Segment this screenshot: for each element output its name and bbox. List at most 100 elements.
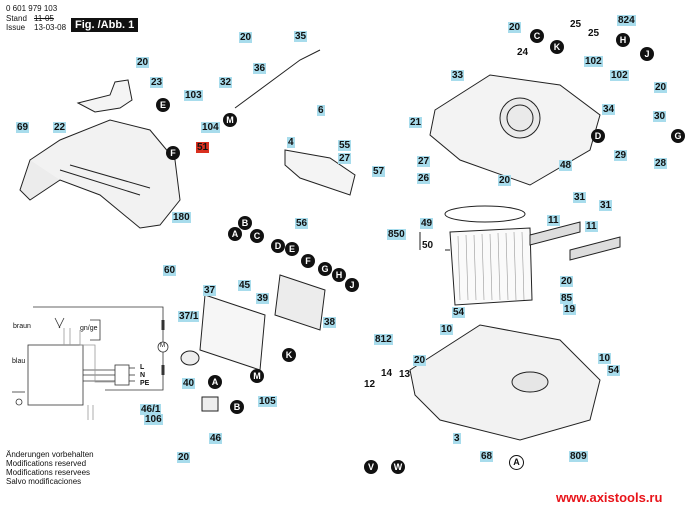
- part-label-54[interactable]: 54: [452, 307, 466, 318]
- watermark-link[interactable]: www.axistools.ru: [556, 490, 663, 505]
- part-label-20[interactable]: 20: [560, 276, 574, 287]
- part-label-30[interactable]: 30: [653, 111, 667, 122]
- part-label-57[interactable]: 57: [372, 166, 386, 177]
- stand-label: Stand: [6, 14, 27, 23]
- part-label-850[interactable]: 850: [387, 229, 406, 240]
- connector-k[interactable]: K: [282, 348, 296, 362]
- part-label-11[interactable]: 11: [547, 215, 560, 226]
- part-label-809[interactable]: 809: [569, 451, 588, 462]
- part-label-20[interactable]: 20: [136, 57, 150, 68]
- part-label-31[interactable]: 31: [599, 200, 613, 211]
- part-label-46[interactable]: 46: [209, 433, 223, 444]
- connector-j[interactable]: J: [640, 47, 654, 61]
- part-label-6[interactable]: 6: [317, 105, 325, 116]
- part-label-180[interactable]: 180: [172, 212, 191, 223]
- connector-e[interactable]: E: [285, 242, 299, 256]
- part-label-14[interactable]: 14: [381, 368, 393, 379]
- part-label-10[interactable]: 10: [440, 324, 454, 335]
- part-label-25[interactable]: 25: [570, 19, 582, 30]
- part-label-33[interactable]: 33: [451, 70, 465, 81]
- part-label-25[interactable]: 25: [588, 28, 600, 39]
- connector-m[interactable]: M: [223, 113, 237, 127]
- part-label-4[interactable]: 4: [287, 137, 295, 148]
- part-label-24[interactable]: 24: [517, 47, 529, 58]
- part-label-20[interactable]: 20: [498, 175, 512, 186]
- connector-b[interactable]: B: [238, 216, 252, 230]
- part-label-102[interactable]: 102: [610, 70, 629, 81]
- connector-g[interactable]: G: [671, 129, 685, 143]
- part-label-32[interactable]: 32: [219, 77, 233, 88]
- part-label-68[interactable]: 68: [480, 451, 494, 462]
- part-label-20[interactable]: 20: [177, 452, 191, 463]
- connector-a[interactable]: A: [228, 227, 242, 241]
- part-label-20[interactable]: 20: [654, 82, 668, 93]
- part-label-40[interactable]: 40: [182, 378, 196, 389]
- connector-m[interactable]: M: [250, 369, 264, 383]
- part-label-46-1[interactable]: 46/1: [140, 404, 162, 415]
- part-label-60[interactable]: 60: [163, 265, 177, 276]
- part-label-10[interactable]: 10: [598, 353, 612, 364]
- part-label-35[interactable]: 35: [294, 31, 308, 42]
- connector-g[interactable]: G: [318, 262, 332, 276]
- part-label-105[interactable]: 105: [258, 396, 277, 407]
- part-label-37[interactable]: 37: [203, 285, 217, 296]
- part-label-22[interactable]: 22: [53, 122, 67, 133]
- part-label-69[interactable]: 69: [16, 122, 30, 133]
- part-label-55[interactable]: 55: [338, 140, 352, 151]
- connector-h[interactable]: H: [616, 33, 630, 47]
- part-label-38[interactable]: 38: [323, 317, 337, 328]
- part-label-3[interactable]: 3: [453, 433, 461, 444]
- connector-e[interactable]: E: [156, 98, 170, 112]
- part-label-56[interactable]: 56: [295, 218, 309, 229]
- part-label-104[interactable]: 104: [201, 122, 220, 133]
- part-label-106[interactable]: 106: [144, 414, 163, 425]
- part-label-12[interactable]: 12: [364, 379, 376, 390]
- connector-j[interactable]: J: [345, 278, 359, 292]
- part-label-28[interactable]: 28: [654, 158, 668, 169]
- part-label-21[interactable]: 21: [409, 117, 423, 128]
- part-label-812[interactable]: 812: [374, 334, 393, 345]
- part-label-36[interactable]: 36: [253, 63, 267, 74]
- part-label-27[interactable]: 27: [338, 153, 352, 164]
- part-label-48[interactable]: 48: [559, 160, 573, 171]
- part-label-37-1[interactable]: 37/1: [178, 311, 200, 322]
- part-label-29[interactable]: 29: [614, 150, 628, 161]
- part-label-27[interactable]: 27: [417, 156, 431, 167]
- part-label-54[interactable]: 54: [607, 365, 621, 376]
- connector-w[interactable]: W: [391, 460, 405, 474]
- part-label-23[interactable]: 23: [150, 77, 164, 88]
- connector-a[interactable]: A: [208, 375, 222, 389]
- connector-d[interactable]: D: [591, 129, 605, 143]
- connector-c[interactable]: C: [250, 229, 264, 243]
- part-label-26[interactable]: 26: [417, 173, 431, 184]
- terminal-label-pe: PE: [140, 380, 150, 387]
- connector-d[interactable]: D: [271, 239, 285, 253]
- part-label-13[interactable]: 13: [399, 369, 411, 380]
- connector-v[interactable]: V: [364, 460, 378, 474]
- knob-shape: [180, 350, 200, 366]
- part-label-102[interactable]: 102: [584, 56, 603, 67]
- part-label-34[interactable]: 34: [602, 104, 616, 115]
- part-label-85[interactable]: 85: [560, 293, 574, 304]
- connector-f[interactable]: F: [301, 254, 315, 268]
- part-label-20[interactable]: 20: [508, 22, 522, 33]
- part-label-20[interactable]: 20: [413, 355, 427, 366]
- part-label-31[interactable]: 31: [573, 192, 587, 203]
- part-label-20[interactable]: 20: [239, 32, 253, 43]
- connector-f[interactable]: F: [166, 146, 180, 160]
- wire-label-gnge: gn/ge: [80, 325, 98, 332]
- part-label-45[interactable]: 45: [238, 280, 252, 291]
- connector-k[interactable]: K: [550, 40, 564, 54]
- part-label-824[interactable]: 824: [617, 15, 636, 26]
- part-label-51[interactable]: 51: [196, 142, 210, 153]
- part-label-19[interactable]: 19: [563, 304, 577, 315]
- part-label-103[interactable]: 103: [184, 90, 203, 101]
- part-label-50[interactable]: 50: [422, 240, 434, 251]
- connector-a-open[interactable]: A: [509, 455, 524, 470]
- part-label-11[interactable]: 11: [585, 221, 598, 232]
- connector-b[interactable]: B: [230, 400, 244, 414]
- part-label-49[interactable]: 49: [420, 218, 434, 229]
- connector-c[interactable]: C: [530, 29, 544, 43]
- part-label-39[interactable]: 39: [256, 293, 270, 304]
- connector-h[interactable]: H: [332, 268, 346, 282]
